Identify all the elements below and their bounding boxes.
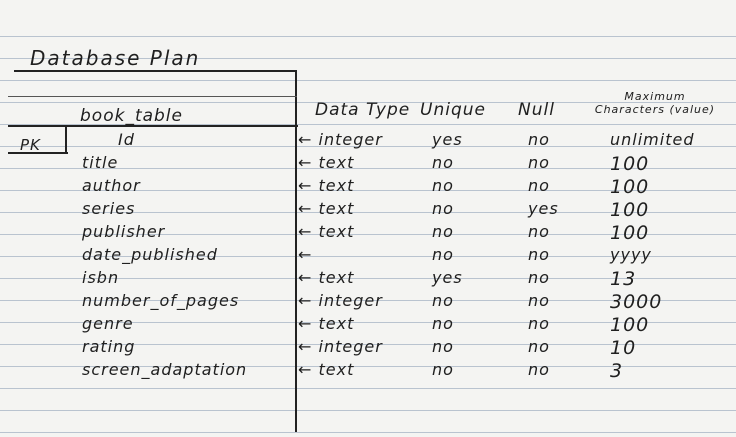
data-type-cell: ← text [298,268,355,287]
unique-cell: no [432,222,454,241]
unique-cell: no [432,291,454,310]
null-cell: no [528,222,550,241]
header-null: Null [518,100,555,120]
null-cell: yes [528,199,559,218]
max-cell: 10 [610,337,637,359]
data-type-cell: ← integer [298,337,383,356]
field-name: number_of_pages [82,291,240,310]
null-cell: no [528,130,550,149]
max-cell: 100 [610,176,650,198]
max-cell: unlimited [610,130,695,149]
paper-top-edge [0,0,736,30]
header-unique: Unique [420,100,486,120]
field-name: genre [82,314,134,333]
field-name: date_published [82,245,218,264]
max-cell: 100 [610,222,650,244]
max-cell: 13 [610,268,637,290]
unique-cell: no [432,245,454,264]
unique-cell: yes [432,268,463,287]
title-underline [14,70,297,72]
max-cell: yyyy [610,245,652,264]
max-cell: 100 [610,199,650,221]
data-type-cell: ← text [298,360,355,379]
table-frame [6,72,297,432]
data-type-cell: ← text [298,222,355,241]
field-name: title [82,153,119,172]
field-name: isbn [82,268,120,287]
unique-cell: no [432,199,454,218]
unique-cell: no [432,337,454,356]
data-type-cell: ← integer [298,291,383,310]
table-top-rule [8,96,297,97]
max-cell: 3000 [610,291,663,313]
pk-underline [8,152,68,154]
field-name: screen_adaptation [82,360,248,379]
unique-cell: no [432,360,454,379]
header-data-type: Data Type [315,100,411,120]
null-cell: no [528,176,550,195]
data-type-cell: ← text [298,314,355,333]
field-name: rating [82,337,136,356]
field-name: series [82,199,136,218]
max-cell: 100 [610,153,650,175]
null-cell: no [528,360,550,379]
unique-cell: no [432,314,454,333]
unique-cell: yes [432,130,463,149]
header-max-chars: Maximum Characters (value) [594,90,716,116]
data-type-cell: ← text [298,199,355,218]
max-cell: 3 [610,360,624,382]
field-name: publisher [82,222,166,241]
page-title: Database Plan [30,46,201,70]
field-name: author [82,176,141,195]
null-cell: no [528,291,550,310]
field-name: Id [118,130,135,149]
null-cell: no [528,245,550,264]
null-cell: no [528,314,550,333]
data-type-cell: ← text [298,153,355,172]
table-name: book_table [80,106,183,126]
data-type-cell: ← text [298,176,355,195]
data-type-cell: ← [298,245,313,264]
pk-divider [65,125,67,153]
data-type-cell: ← integer [298,130,383,149]
unique-cell: no [432,176,454,195]
null-cell: no [528,337,550,356]
header-rule [8,125,298,127]
unique-cell: no [432,153,454,172]
max-cell: 100 [610,314,650,336]
null-cell: no [528,153,550,172]
pk-label: PK [20,136,41,154]
null-cell: no [528,268,550,287]
